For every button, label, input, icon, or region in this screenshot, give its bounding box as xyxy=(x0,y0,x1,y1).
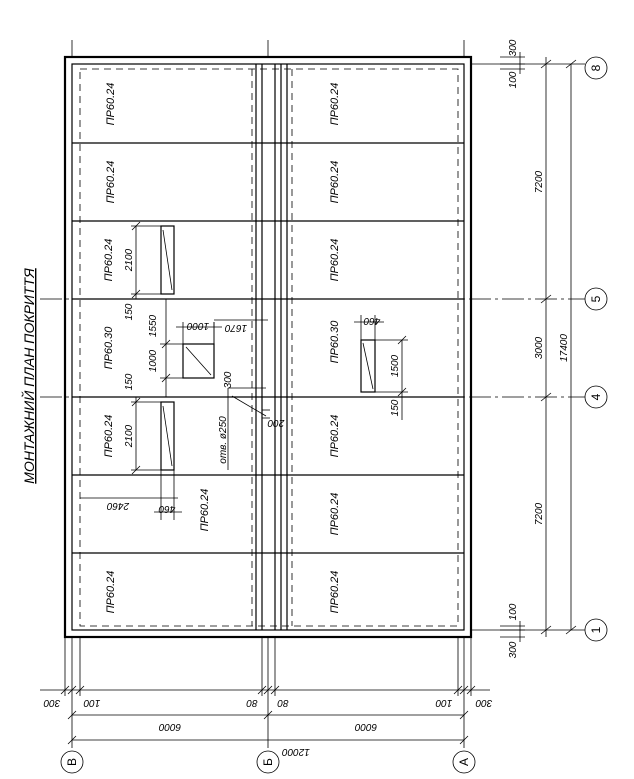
svg-text:3000: 3000 xyxy=(534,336,545,359)
axis-bubble-4: 4 xyxy=(584,385,608,409)
slab-mark: ПР60.24 xyxy=(329,493,341,536)
dim-150-top: 150 xyxy=(124,303,135,320)
svg-text:300: 300 xyxy=(508,641,519,658)
axis-bubble-a: А xyxy=(452,750,476,774)
svg-text:7200: 7200 xyxy=(534,502,545,525)
svg-text:4: 4 xyxy=(589,393,603,400)
dim-460-left: 460 xyxy=(158,503,175,514)
dim-1000-w: 1000 xyxy=(186,320,209,331)
dim-2100-bottom: 2100 xyxy=(124,424,135,448)
axis-bubble-v: В xyxy=(60,750,84,774)
plan-title: МОНТАЖНИЙ ПЛАН ПОКРИТТЯ xyxy=(20,268,37,484)
dim-150-mid: 150 xyxy=(124,373,135,390)
opening-center xyxy=(160,299,268,397)
dim-2100-top: 2100 xyxy=(124,248,135,272)
bottom-dimension-chain: 300 100 6000 80 80 6000 100 300 12000 xyxy=(40,637,492,757)
slab-mark: ПР60.24 xyxy=(329,239,341,282)
svg-text:300: 300 xyxy=(508,39,519,56)
svg-text:7200: 7200 xyxy=(534,170,545,193)
axis-bubble-b: Б xyxy=(256,750,280,774)
dim-300: 300 xyxy=(223,371,234,388)
svg-text:6000: 6000 xyxy=(158,721,181,732)
dim-150-right: 150 xyxy=(390,399,401,416)
svg-text:100: 100 xyxy=(435,697,452,708)
svg-text:В: В xyxy=(65,758,79,766)
inner-wall-line xyxy=(71,63,465,631)
slab-mark: ПР60.24 xyxy=(329,83,341,126)
axis-bubble-5: 5 xyxy=(584,287,608,311)
outer-wall xyxy=(63,55,473,639)
axis-bubble-1: 1 xyxy=(584,618,608,642)
opening-right xyxy=(354,315,408,420)
right-dimension-chain: 300 100 7200 3000 7200 17400 100 300 xyxy=(500,39,577,658)
svg-text:100: 100 xyxy=(83,697,100,708)
svg-text:100: 100 xyxy=(508,71,519,88)
dim-460-right: 460 xyxy=(363,315,380,326)
slab-mark: ПР60.24 xyxy=(103,415,115,458)
svg-text:Б: Б xyxy=(261,758,275,766)
slab-mark: ПР60.30 xyxy=(103,326,115,370)
dim-200: 200 xyxy=(267,417,285,428)
slab-mark: ПР60.24 xyxy=(105,161,117,204)
dim-2460: 2460 xyxy=(106,500,130,511)
slab-mark: ПР60.24 xyxy=(199,489,211,532)
pipe-hole-leader xyxy=(227,387,270,470)
dim-1550: 1550 xyxy=(148,314,159,337)
dim-1000-h: 1000 xyxy=(148,349,159,372)
svg-text:А: А xyxy=(457,758,471,766)
svg-text:80: 80 xyxy=(277,697,289,708)
opening-bottom xyxy=(80,397,182,520)
slab-mark: ПР60.24 xyxy=(105,571,117,614)
svg-text:5: 5 xyxy=(589,295,603,302)
hole-label: отв. ø250 xyxy=(218,416,229,464)
slab-mark: ПР60.30 xyxy=(329,320,341,364)
svg-text:1: 1 xyxy=(589,626,603,633)
svg-text:8: 8 xyxy=(589,64,603,71)
svg-text:300: 300 xyxy=(43,697,60,708)
slab-mark: ПР60.24 xyxy=(329,571,341,614)
svg-text:12000: 12000 xyxy=(282,746,310,757)
dim-1500: 1500 xyxy=(390,354,401,377)
slab-mark: ПР60.24 xyxy=(329,161,341,204)
dim-1670: 1670 xyxy=(224,322,247,333)
slab-mark: ПР60.24 xyxy=(105,83,117,126)
svg-text:100: 100 xyxy=(508,603,519,620)
svg-text:300: 300 xyxy=(475,697,492,708)
svg-text:17400: 17400 xyxy=(559,334,570,362)
slab-mark: ПР60.24 xyxy=(329,415,341,458)
opening-top xyxy=(131,221,175,299)
slab-mark: ПР60.24 xyxy=(103,239,115,282)
slab-outline-dashed xyxy=(79,68,459,627)
svg-text:6000: 6000 xyxy=(354,721,377,732)
axis-bubble-8: 8 xyxy=(584,56,608,80)
svg-text:80: 80 xyxy=(246,697,258,708)
